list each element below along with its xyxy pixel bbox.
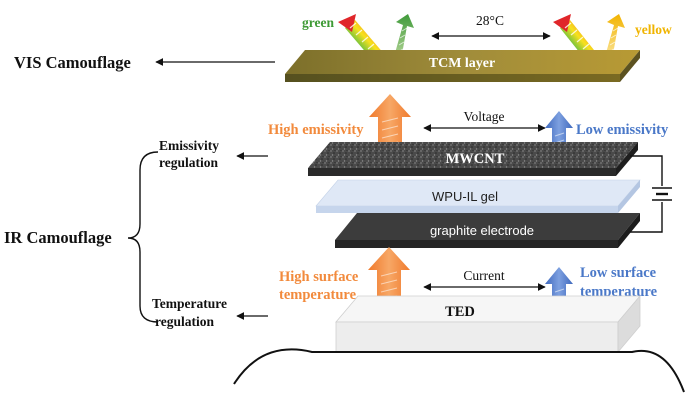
mwcnt-label: MWCNT xyxy=(446,151,505,167)
yellow-label: yellow xyxy=(635,22,672,37)
wpu-il-gel-label: WPU-IL gel xyxy=(432,189,498,204)
low-emissivity-label: Low emissivity xyxy=(576,122,669,138)
ir-camouflage-brace xyxy=(127,151,159,323)
ground-outline xyxy=(233,348,685,393)
high-surface-temperature-line2: temperature xyxy=(279,287,357,303)
green-label: green xyxy=(302,15,334,30)
tcm-layer xyxy=(285,50,640,82)
wpu-il-gel-layer xyxy=(315,179,641,213)
ted-block xyxy=(335,294,641,354)
vis-camouflage-label: VIS Camouflage xyxy=(14,53,131,72)
temperature-regulation-line2: regulation xyxy=(155,314,214,329)
emissivity-regulation-line1: Emissivity xyxy=(159,138,219,153)
tcm-layer-label: TCM layer xyxy=(429,56,495,71)
high-surface-temperature-line1: High surface xyxy=(279,269,359,285)
ir-camouflage-label: IR Camouflage xyxy=(4,228,112,247)
temperature-regulation-line1: Temperature xyxy=(152,296,227,311)
ted-label: TED xyxy=(445,304,475,320)
emissivity-regulation-line2: regulation xyxy=(159,155,218,170)
voltage-label: Voltage xyxy=(464,109,505,124)
graphite-electrode-layer xyxy=(335,213,640,248)
low-surface-temperature-line1: Low surface xyxy=(580,265,657,281)
voltage-circuit xyxy=(630,155,663,233)
current-label: Current xyxy=(463,268,504,283)
mwcnt-layer xyxy=(308,142,638,176)
graphite-electrode-label: graphite electrode xyxy=(430,223,534,238)
temperature-label: 28°C xyxy=(476,13,504,28)
battery-icon xyxy=(652,187,672,201)
high-emissivity-label: High emissivity xyxy=(268,122,364,138)
